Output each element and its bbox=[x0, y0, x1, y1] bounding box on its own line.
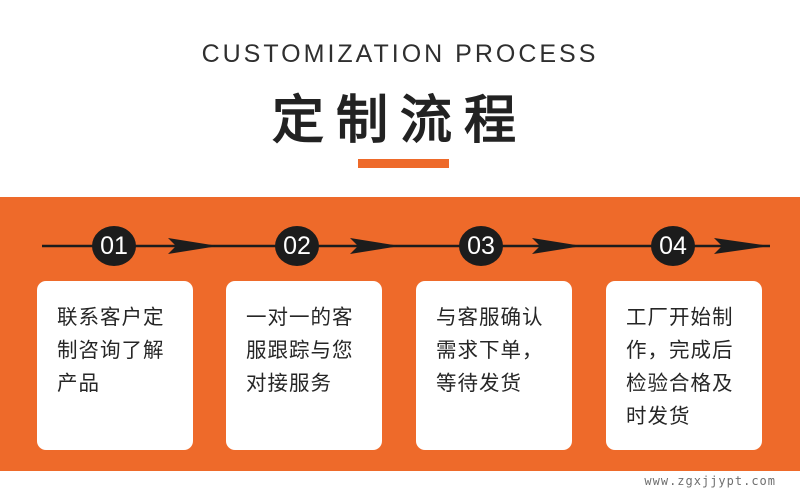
step-card-1: 联系客户定制咨询了解产品 bbox=[37, 281, 193, 450]
step-text-4: 工厂开始制作，完成后检验合格及时发货 bbox=[626, 305, 734, 428]
arrow-head-1 bbox=[168, 238, 218, 254]
arrow-head-3 bbox=[532, 238, 582, 254]
step-badge-1: 01 bbox=[92, 226, 136, 266]
step-badge-4: 04 bbox=[651, 226, 695, 266]
step-text-2: 一对一的客服跟踪与您对接服务 bbox=[246, 305, 354, 395]
step-card-2: 一对一的客服跟踪与您对接服务 bbox=[226, 281, 382, 450]
step-text-1: 联系客户定制咨询了解产品 bbox=[57, 305, 165, 395]
arrow-head-2 bbox=[350, 238, 400, 254]
step-card-4: 工厂开始制作，完成后检验合格及时发货 bbox=[606, 281, 762, 450]
title-underline bbox=[358, 159, 449, 168]
step-text-3: 与客服确认需求下单，等待发货 bbox=[436, 305, 544, 395]
page-title: 定制流程 bbox=[271, 91, 528, 151]
arrow-head-4 bbox=[714, 238, 770, 254]
watermark: www.zgxjjypt.com bbox=[644, 474, 776, 488]
step-badge-2: 02 bbox=[275, 226, 319, 266]
subtitle-en: CUSTOMIZATION PROCESS bbox=[201, 40, 599, 68]
step-card-3: 与客服确认需求下单，等待发货 bbox=[416, 281, 572, 450]
step-badge-3: 03 bbox=[459, 226, 503, 266]
process-arrow-line bbox=[42, 238, 770, 254]
